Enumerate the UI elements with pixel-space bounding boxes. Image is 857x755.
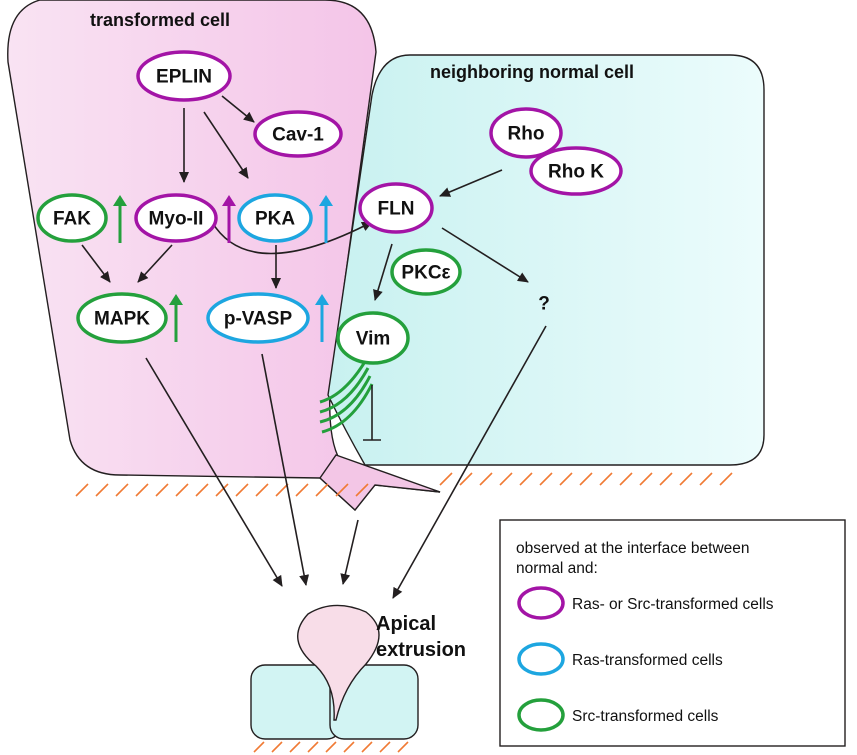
- node-mapk: MAPK: [76, 292, 168, 344]
- extruding-cell: [297, 604, 380, 721]
- outcome-line2: extrusion: [376, 639, 466, 661]
- node-vim: Vim: [336, 311, 410, 365]
- pkce-label: PKCε: [401, 263, 450, 284]
- extrusion-illustration: [250, 604, 419, 753]
- transformed-cell-protrusion: [319, 454, 441, 512]
- legend-swatch-green: [517, 698, 565, 732]
- vim-label: Vim: [356, 329, 391, 350]
- node-cav1: Cav-1: [253, 110, 343, 158]
- rhok-label: Rho K: [548, 162, 604, 183]
- pka-label: PKA: [255, 209, 295, 230]
- up-arrows: [113, 195, 333, 342]
- node-rhok: Rho K: [529, 146, 623, 196]
- pathway-arrows: [81, 95, 547, 599]
- node-eplin: EPLIN: [136, 50, 232, 102]
- fak-label: FAK: [53, 209, 91, 230]
- node-fak: FAK: [36, 193, 108, 243]
- legend-heading-line2: normal and:: [516, 560, 598, 577]
- node-pvasp: p-VASP: [206, 292, 310, 344]
- eplin-label: EPLIN: [156, 67, 212, 88]
- cav1-label: Cav-1: [272, 125, 324, 146]
- transformed-cell-title: transformed cell: [90, 10, 230, 30]
- substrate-hatching: [75, 472, 733, 497]
- node-pka: PKA: [237, 193, 313, 243]
- node-rho: Rho: [489, 107, 563, 159]
- rho-label: Rho: [508, 124, 545, 145]
- legend-swatch-blue: [517, 642, 565, 676]
- normal-cell-title: neighboring normal cell: [430, 62, 634, 82]
- mapk-label: MAPK: [94, 309, 150, 330]
- node-pkce: PKCε: [390, 248, 462, 296]
- legend-swatch-magenta: [517, 586, 565, 620]
- legend-item-src: Src-transformed cells: [572, 708, 719, 725]
- legend-item-ras: Ras-transformed cells: [572, 652, 723, 669]
- right-normal-cell: [329, 664, 419, 740]
- myo2-label: Myo-II: [149, 209, 204, 230]
- unknown-factor-label: ?: [538, 294, 550, 315]
- node-myo2: Myo-II: [134, 193, 218, 243]
- legend-heading-line1: observed at the interface between: [516, 540, 750, 557]
- node-fln: FLN: [358, 182, 434, 234]
- outcome-line1: Apical: [376, 613, 436, 635]
- pvasp-label: p-VASP: [224, 309, 293, 330]
- legend-item-ras-src: Ras- or Src-transformed cells: [572, 596, 774, 613]
- fln-label: FLN: [378, 199, 415, 220]
- legend: observed at the interface between normal…: [499, 519, 846, 747]
- vimentin-filaments: [319, 359, 374, 434]
